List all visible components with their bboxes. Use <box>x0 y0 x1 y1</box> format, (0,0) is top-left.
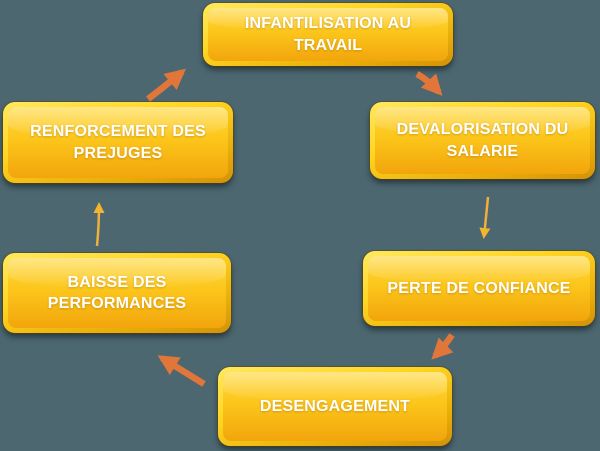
arrow-infantilisation-to-devalorisation <box>415 71 443 96</box>
node-label: INFANTILISATION AU TRAVAIL <box>244 15 412 54</box>
arrow-perte-to-desengagement <box>431 333 455 360</box>
connector-devalorisation-to-perte <box>479 196 491 239</box>
node-label: PERTE DE CONFIANCE <box>387 279 571 297</box>
node-desengagement: DESENGAGEMENT <box>218 367 452 446</box>
connector-baisse-to-renforcement <box>93 202 105 247</box>
node-infantilisation-au-travail: INFANTILISATION AU TRAVAIL <box>203 3 453 66</box>
node-renforcement-des-prejuges: RENFORCEMENT DES PREJUGES <box>3 102 233 183</box>
node-devalorisation-du-salarie: DEVALORISATION DU SALARIE <box>370 102 595 179</box>
node-surface: DEVALORISATION DU SALARIE <box>375 107 590 174</box>
node-surface: RENFORCEMENT DES PREJUGES <box>8 107 228 178</box>
node-surface: INFANTILISATION AU TRAVAIL <box>208 8 448 61</box>
node-surface: PERTE DE CONFIANCE <box>368 256 590 321</box>
node-surface: BAISSE DES PERFORMANCES <box>8 258 226 328</box>
node-label: BAISSE DES PERFORMANCES <box>47 273 187 312</box>
node-perte-de-confiance: PERTE DE CONFIANCE <box>363 251 595 326</box>
arrow-desengagement-to-baisse <box>157 355 206 387</box>
node-label: DESENGAGEMENT <box>259 397 411 415</box>
node-label: DEVALORISATION DU SALARIE <box>396 121 569 160</box>
node-surface: DESENGAGEMENT <box>223 372 447 441</box>
node-label: RENFORCEMENT DES PREJUGES <box>30 123 206 162</box>
node-baisse-des-performances: BAISSE DES PERFORMANCES <box>3 253 231 333</box>
arrow-renforcement-to-infantilisation <box>146 68 186 102</box>
